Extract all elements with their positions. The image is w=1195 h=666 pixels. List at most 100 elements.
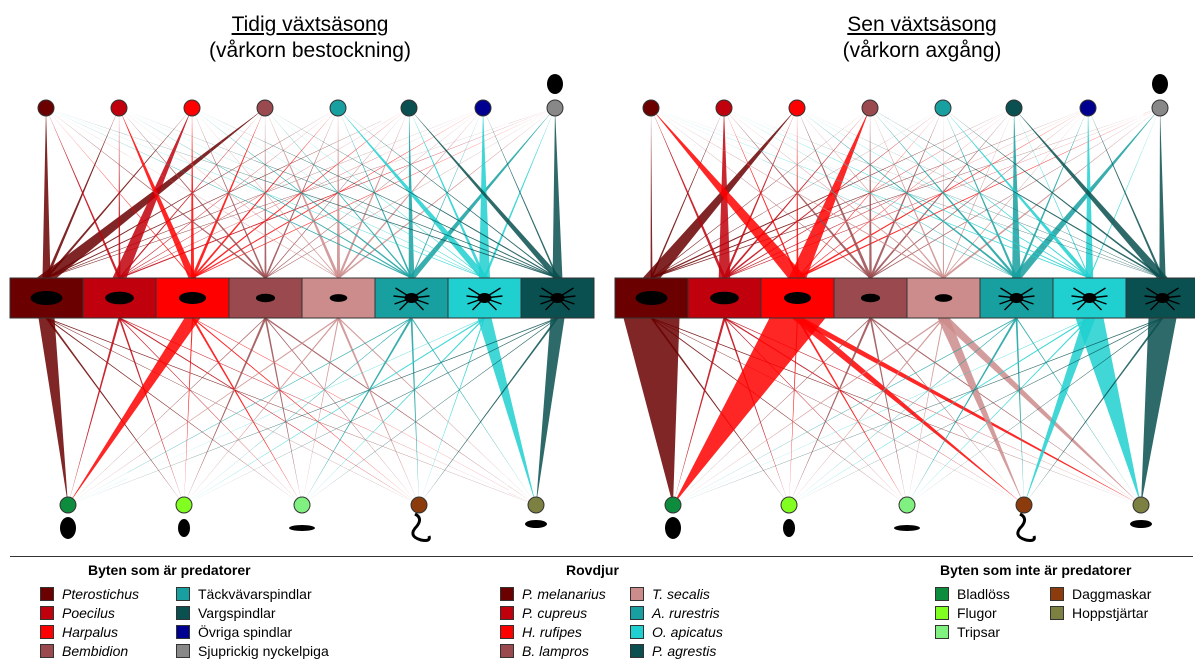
legend-item: Bembidion (40, 641, 139, 660)
feeding-link (45, 318, 184, 505)
food-web-panel-early (9, 74, 595, 542)
prey-node-tripsar (898, 496, 916, 514)
feeding-link (42, 108, 51, 278)
legend-label: Harpalus (62, 623, 119, 640)
feeding-link (483, 108, 559, 278)
legend-item: B. lampros (500, 641, 606, 660)
prey-node-flugor (175, 496, 193, 514)
beetle-icon (30, 291, 63, 305)
legend-item: H. rufipes (500, 622, 606, 641)
feeding-link (723, 318, 907, 505)
legend-swatch (40, 586, 54, 601)
food-web-panel-late (614, 74, 1195, 542)
feeding-link (118, 318, 536, 505)
beetle-icon (860, 293, 881, 303)
legend-divider (10, 556, 1193, 557)
feeding-link (419, 318, 559, 505)
legend-swatch (630, 605, 644, 620)
feeding-link (623, 318, 680, 505)
feeding-link (46, 108, 340, 278)
feeding-link (302, 318, 486, 505)
feeding-link (795, 108, 1160, 278)
prey-node-bembidion (256, 99, 274, 117)
feeding-link (673, 318, 872, 505)
feeding-link (337, 108, 409, 278)
feeding-link (789, 318, 1091, 505)
feeding-link (651, 108, 945, 278)
legend-item: Täckvävarspindlar (176, 584, 329, 603)
panel-title-late-main: Sen växtsäsong (847, 13, 997, 36)
feeding-link (184, 318, 340, 505)
thrips-icon (289, 525, 315, 531)
legend-label: P. cupreus (522, 604, 588, 621)
legend-swatch (1050, 586, 1064, 601)
feeding-link (673, 318, 726, 505)
legend-item: Harpalus (40, 622, 139, 641)
feeding-link (870, 108, 1019, 278)
feeding-link (789, 318, 1164, 505)
feeding-link (410, 318, 536, 505)
legend-label: Övriga spindlar (198, 623, 293, 640)
prey-node-flugor (780, 496, 798, 514)
feeding-link (673, 318, 1018, 505)
springtail-icon (525, 520, 547, 528)
feeding-link (46, 108, 413, 278)
feeding-link (1088, 108, 1164, 278)
feeding-link (184, 318, 413, 505)
feeding-link (723, 108, 1014, 278)
feeding-link (191, 318, 419, 505)
feeding-link (46, 108, 267, 278)
legend-label: Hoppstjärtar (1072, 604, 1149, 621)
spider-legs-icon (1144, 287, 1181, 311)
ladybird-icon (1152, 74, 1168, 94)
feeding-link (46, 108, 486, 278)
feeding-link (191, 318, 302, 505)
feeding-link (870, 108, 1165, 278)
feeding-link (338, 108, 490, 278)
feeding-link (46, 108, 560, 278)
legend-item: Övriga spindlar (176, 622, 329, 641)
feeding-link (45, 318, 537, 505)
feeding-link (552, 108, 563, 278)
feeding-link (870, 108, 1091, 278)
legend-label: A. rurestris (652, 604, 720, 621)
legend-swatch (935, 586, 949, 601)
legend-label: P. agrestis (652, 642, 717, 659)
legend-label: P. melanarius (522, 585, 606, 602)
beetle-icon (178, 292, 207, 304)
feeding-link (907, 318, 945, 505)
feeding-link (1075, 318, 1141, 505)
beetle-icon (105, 291, 134, 305)
legend-heading-prey-nonpredators: Byten som inte är predatorer (940, 562, 1132, 578)
legend-item: T. secalis (630, 584, 723, 603)
legend-item: P. cupreus (500, 603, 606, 622)
prey-node-tripsar (293, 496, 311, 514)
panel-title-early: Tidig växtsäsong (vårkorn bestockning) (140, 12, 480, 64)
feeding-link (36, 108, 265, 278)
prey-node-pterostichus (37, 99, 55, 117)
legend-item: Poecilus (40, 603, 139, 622)
prey-node-bembidion (861, 99, 879, 117)
legend-swatch (935, 605, 949, 620)
legend-swatch (176, 624, 190, 639)
feeding-link (789, 318, 872, 505)
feeding-link (789, 318, 945, 505)
prey-node-poecilus (715, 99, 733, 117)
feeding-link (869, 318, 1141, 505)
feeding-link (942, 108, 1014, 278)
feeding-link (419, 318, 486, 505)
feeding-link (68, 318, 267, 505)
legend-label: Flugor (957, 604, 997, 621)
ladybird-icon (547, 74, 563, 94)
legend-label: Täckvävarspindlar (198, 585, 312, 602)
feeding-link (907, 318, 1164, 505)
prey-node-hoppstjartar (1132, 496, 1150, 514)
legend-item: P. agrestis (630, 641, 723, 660)
feeding-link (118, 318, 420, 505)
feeding-link (302, 318, 340, 505)
feeding-link (650, 108, 653, 278)
